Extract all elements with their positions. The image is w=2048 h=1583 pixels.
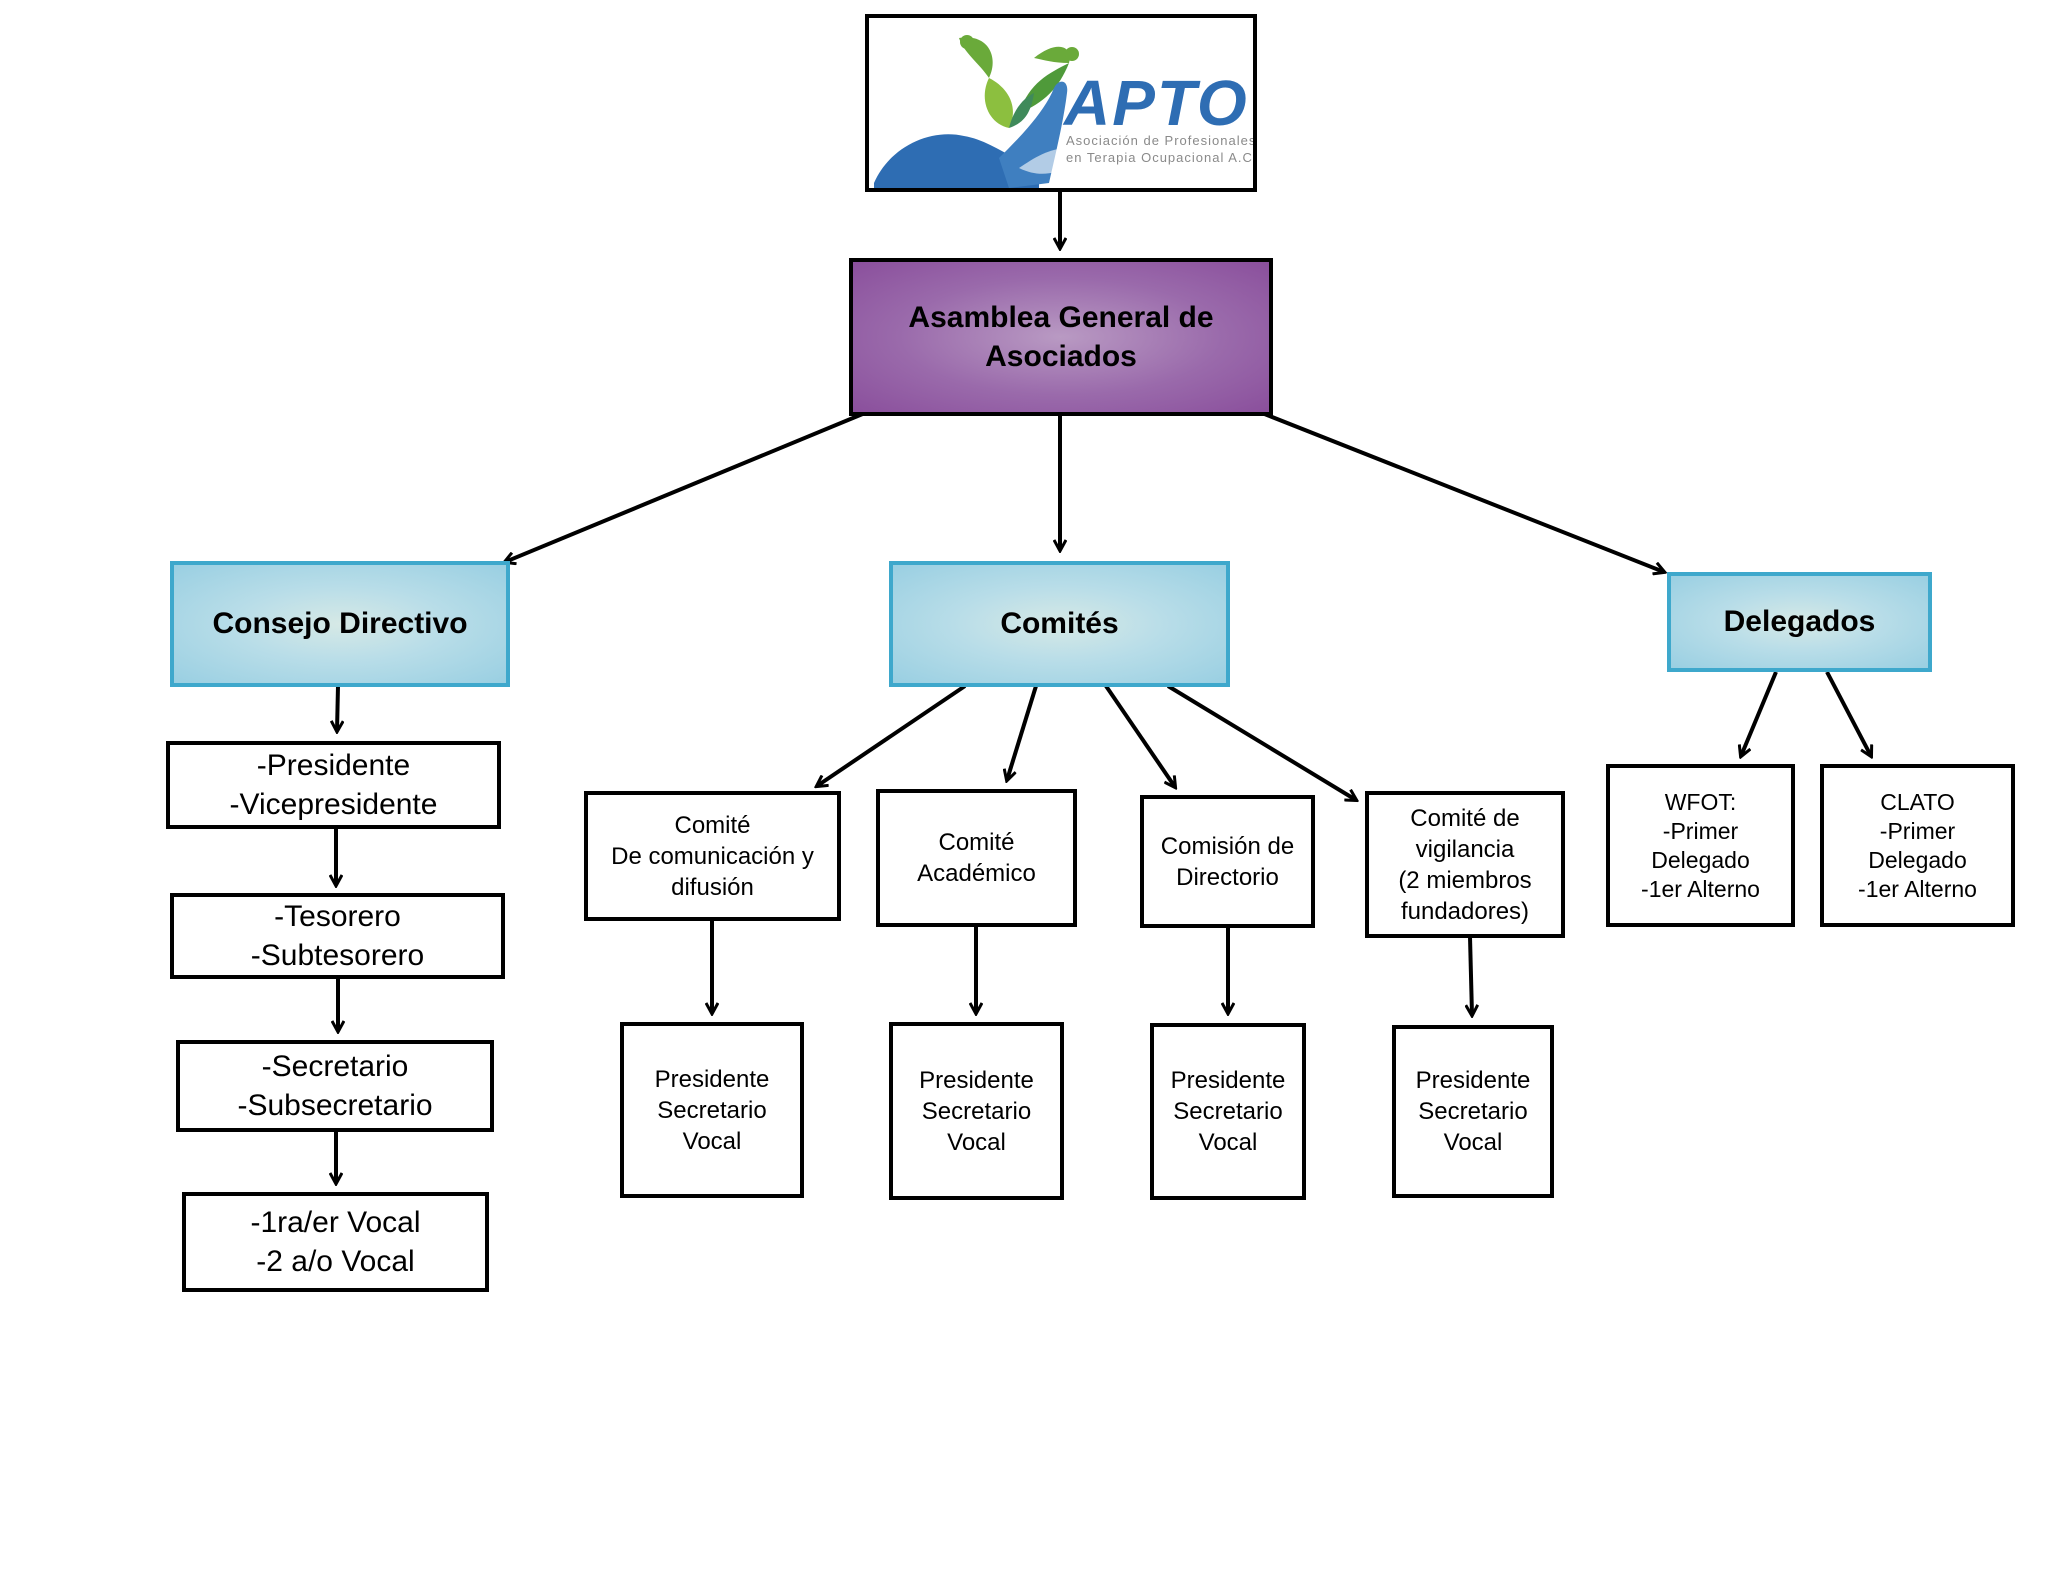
consejo-directivo-label: Consejo Directivo xyxy=(212,607,468,640)
member-line: Secretario xyxy=(1173,1098,1283,1125)
committee-directorio: Comisión de Directorio xyxy=(1140,795,1315,928)
delegate-wfot: WFOT: -Primer Delegado -1er Alterno xyxy=(1606,764,1795,927)
role-line: -Vicepresidente xyxy=(229,788,438,821)
arrow-delegados-wfot xyxy=(1741,671,1778,756)
arrow-assembly-delegados xyxy=(1261,411,1664,572)
committee-comunicacion: Comité De comunicación y difusión xyxy=(584,791,841,921)
role-line: -Presidente xyxy=(256,749,411,782)
members-comunicacion: Presidente Secretario Vocal xyxy=(620,1022,804,1198)
arrow-delegados-clato xyxy=(1825,671,1871,756)
committee-line: Comisión de xyxy=(1160,832,1295,860)
comites-label: Comités xyxy=(1000,607,1119,640)
role-line: -1ra/er Vocal xyxy=(250,1206,421,1239)
arrow-comites-vig xyxy=(1166,684,1356,800)
committee-line: Comité xyxy=(938,829,1015,856)
assembly-line-1: Asamblea General de xyxy=(908,301,1214,334)
apto-logo: APTO Asociación de Profesionales en Tera… xyxy=(865,14,1257,192)
member-line: Presidente xyxy=(919,1066,1034,1094)
arrow-consejo-1 xyxy=(337,685,338,731)
logo-title: APTO xyxy=(1064,67,1249,139)
committee-line: Comité xyxy=(674,811,751,839)
role-line: -Tesorero xyxy=(274,900,401,933)
committee-line: Comité de xyxy=(1410,804,1520,832)
delegate-clato: CLATO -Primer Delegado -1er Alterno xyxy=(1820,764,2015,927)
members-directorio: Presidente Secretario Vocal xyxy=(1150,1023,1306,1200)
member-line: Presidente xyxy=(1415,1067,1531,1094)
role-presidente: -Presidente -Vicepresidente xyxy=(166,741,501,829)
members-academico: Presidente Secretario Vocal xyxy=(889,1022,1064,1200)
committee-line: Directorio xyxy=(1176,863,1279,891)
arrow-vig-members xyxy=(1470,936,1472,1015)
members-vigilancia: Presidente Secretario Vocal xyxy=(1392,1025,1554,1198)
role-vocales: -1ra/er Vocal -2 a/o Vocal xyxy=(182,1192,489,1292)
member-line: Vocal xyxy=(1443,1129,1503,1156)
committee-line: (2 miembros xyxy=(1398,866,1532,894)
arrow-comites-acad xyxy=(1007,685,1038,780)
delegate-line: Delegado xyxy=(1868,846,1967,873)
committee-academico: Comité Académico xyxy=(876,789,1077,927)
logo-hands-icon xyxy=(874,81,1069,188)
committee-line: difusión xyxy=(671,873,754,901)
logo-leaves-icon xyxy=(959,35,1079,128)
arrow-comites-comm xyxy=(817,684,967,786)
assembly-line-2: Asociados xyxy=(985,340,1137,373)
member-line: Presidente xyxy=(654,1065,770,1093)
delegados-label: Delegados xyxy=(1723,605,1876,638)
arrow-assembly-consejo xyxy=(505,411,866,562)
role-line: -Subtesorero xyxy=(250,939,425,972)
delegate-line: -1er Alterno xyxy=(1641,875,1760,902)
consejo-directivo-node: Consejo Directivo xyxy=(170,561,510,687)
member-line: Vocal xyxy=(1198,1129,1258,1156)
committee-vigilancia: Comité de vigilancia (2 miembros fundado… xyxy=(1365,791,1565,938)
committee-line: De comunicación y xyxy=(611,842,814,870)
role-tesorero: -Tesorero -Subtesorero xyxy=(170,893,505,979)
member-line: Secretario xyxy=(921,1097,1032,1125)
role-line: -Subsecretario xyxy=(237,1089,433,1122)
member-line: Presidente xyxy=(1170,1067,1286,1094)
delegate-line: WFOT: xyxy=(1664,788,1737,815)
arrow-comites-dir xyxy=(1104,684,1175,787)
assembly-node: Asamblea General de Asociados xyxy=(849,258,1273,416)
delegate-line: -Primer xyxy=(1879,817,1956,844)
delegate-line: CLATO xyxy=(1880,788,1955,815)
comites-node: Comités xyxy=(889,561,1230,687)
delegate-line: -Primer xyxy=(1662,817,1739,844)
member-line: Vocal xyxy=(682,1127,742,1155)
committee-line: vigilancia xyxy=(1415,835,1515,863)
delegate-line: -1er Alterno xyxy=(1858,875,1977,902)
logo-subtitle-2: en Terapia Ocupacional A.C xyxy=(1066,150,1253,165)
member-line: Vocal xyxy=(947,1128,1006,1156)
delegados-node: Delegados xyxy=(1667,572,1932,672)
logo-graphic xyxy=(874,35,1079,188)
role-line: -2 a/o Vocal xyxy=(256,1245,415,1278)
logo-subtitle-1: Asociación de Profesionales xyxy=(1066,133,1257,148)
committee-line: Académico xyxy=(917,860,1036,887)
role-line: -Secretario xyxy=(261,1050,409,1083)
role-secretario: -Secretario -Subsecretario xyxy=(176,1040,494,1132)
member-line: Secretario xyxy=(657,1096,767,1124)
delegate-line: Delegado xyxy=(1651,846,1750,873)
committee-line: fundadores) xyxy=(1400,897,1530,925)
member-line: Secretario xyxy=(1418,1098,1528,1125)
